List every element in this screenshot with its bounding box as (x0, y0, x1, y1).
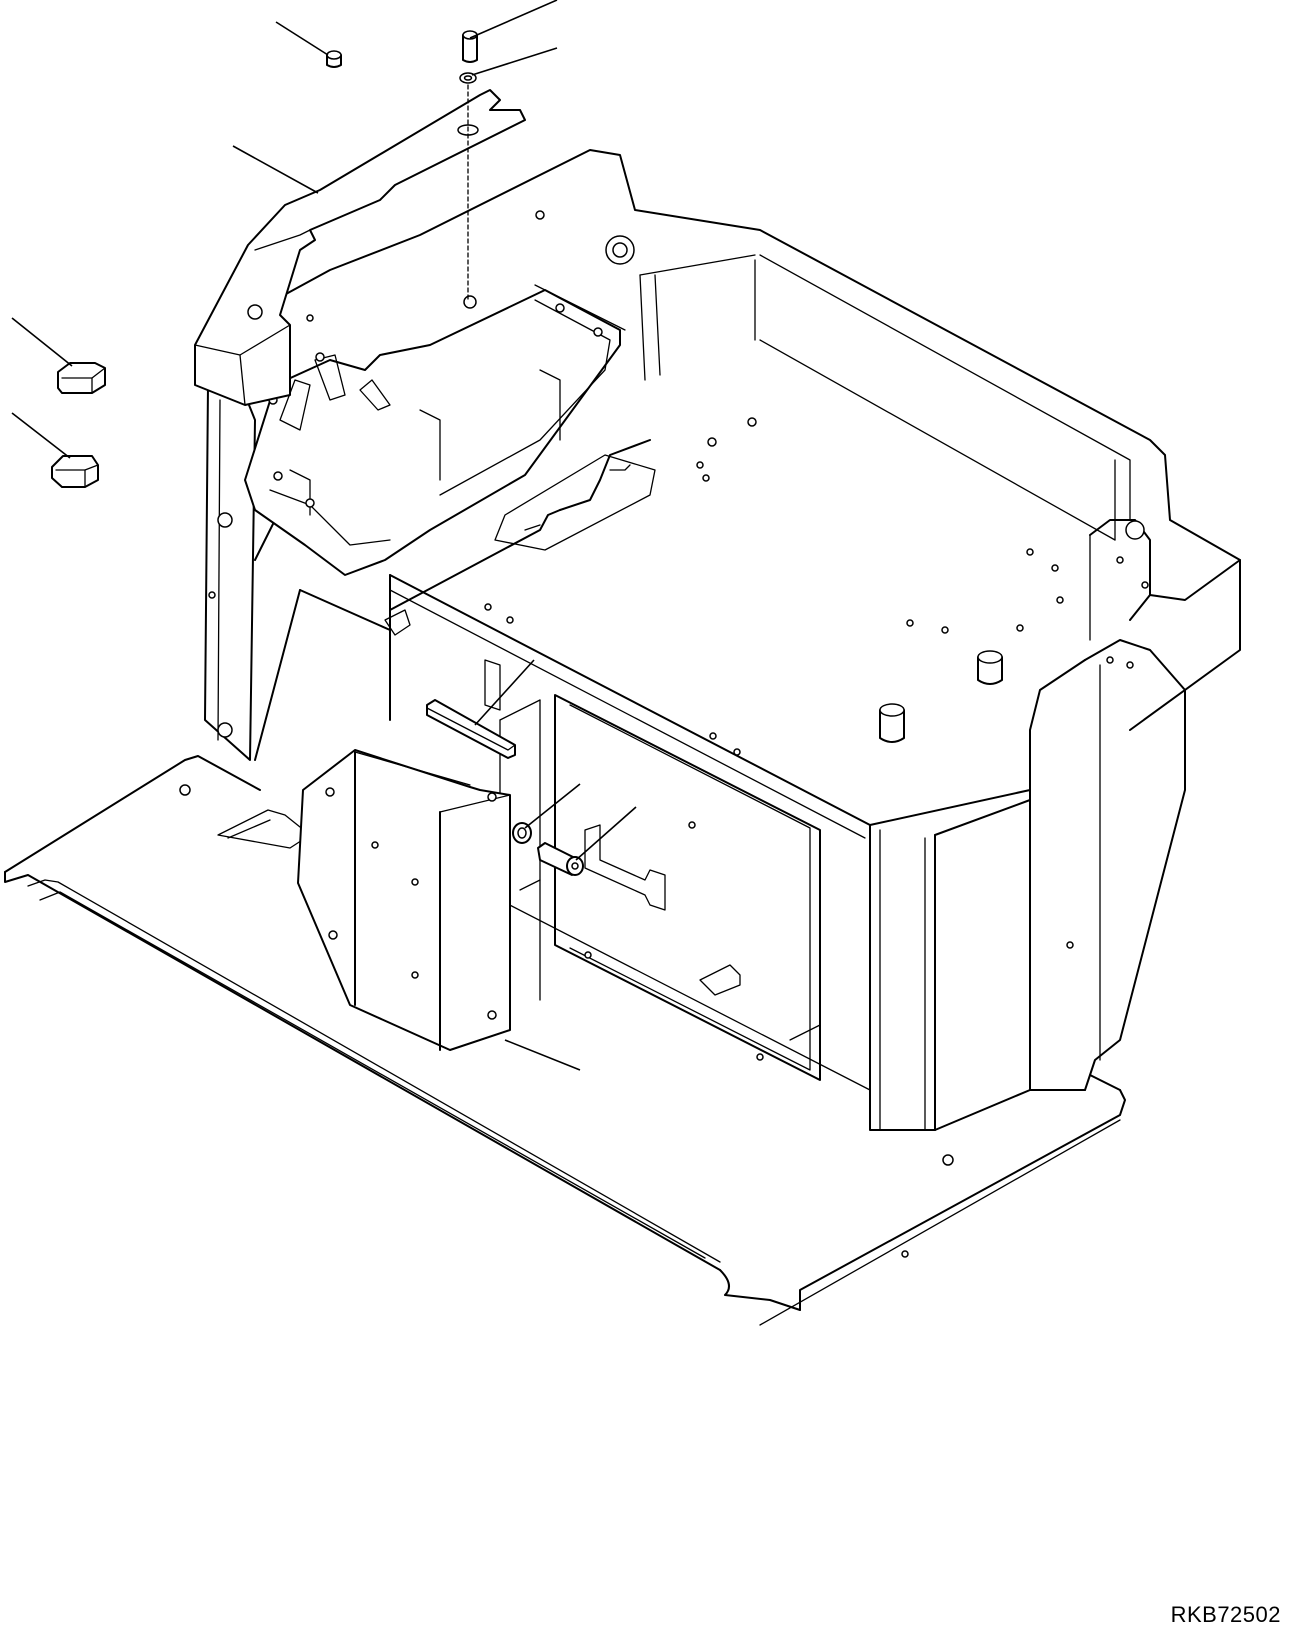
drawing-id-label: RKB72502 (1170, 1602, 1281, 1627)
rubber-strip (426, 699, 516, 759)
rubber-bumpers (51, 362, 106, 488)
floor-plate (4, 755, 1126, 1326)
top-fasteners (326, 30, 478, 301)
lower-cover (297, 749, 511, 1051)
lower-fasteners (512, 822, 584, 876)
upper-cover (194, 89, 526, 406)
storage-tray (244, 284, 656, 576)
leader-lines (11, 0, 637, 1071)
